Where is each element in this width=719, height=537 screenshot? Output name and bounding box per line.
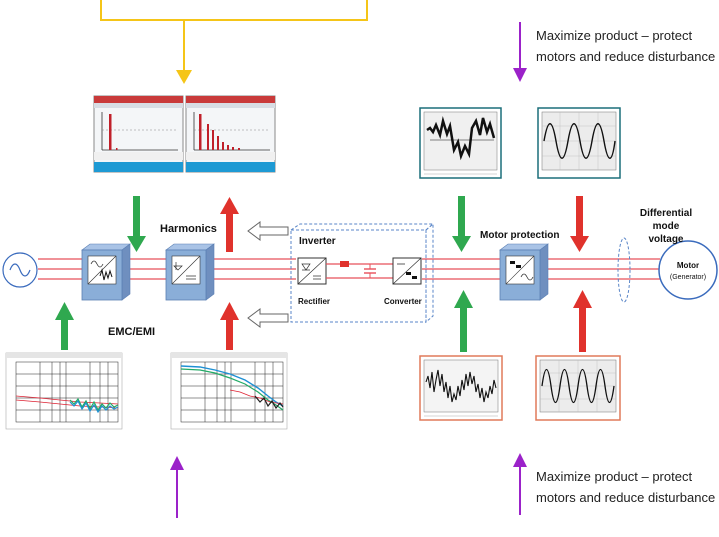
- converter-icon: [392, 257, 422, 285]
- cable-ellipse: [617, 237, 631, 303]
- motor-icon: [658, 240, 718, 300]
- red-arrow-down-2: [570, 196, 589, 252]
- dc-link: [326, 261, 393, 279]
- scope-sine-top: [537, 107, 621, 179]
- hollow-arrow-upper: [247, 221, 289, 241]
- inverter-label: Inverter: [299, 236, 336, 247]
- bottom-note-line2: motors and reduce disturbance: [536, 490, 715, 505]
- yellow-bracket-arrow: [100, 0, 368, 84]
- top-note-line1: Maximize product – protect: [536, 28, 692, 43]
- differential-label-line3: voltage: [648, 234, 683, 245]
- generator-label: (Generator): [670, 274, 706, 281]
- purple-arrow-bottom-left: [170, 456, 184, 518]
- purple-arrow-top: [513, 22, 527, 82]
- filter-block-2: [165, 243, 215, 301]
- emc-plot-2: [170, 352, 288, 430]
- harmonics-screen-2: [185, 95, 276, 173]
- hollow-arrow-lower: [247, 308, 289, 328]
- green-arrow-up-3: [55, 302, 74, 350]
- red-arrow-up-1: [220, 197, 239, 252]
- rectifier-label: Rectifier: [298, 297, 330, 306]
- scope-pwm-top: [419, 107, 502, 179]
- red-arrow-up-6: [573, 290, 592, 352]
- red-arrow-up-4: [220, 302, 239, 350]
- emc-emi-label: EMC/EMI: [108, 326, 155, 338]
- filter-block-1: [81, 243, 131, 301]
- motor-protection-label: Motor protection: [480, 230, 559, 241]
- filter-block-3: [499, 243, 549, 301]
- bottom-note-line1: Maximize product – protect: [536, 469, 692, 484]
- green-arrow-down-1: [127, 196, 146, 252]
- green-arrow-down-2: [452, 196, 471, 252]
- differential-label-line2: mode: [653, 221, 680, 232]
- motor-label: Motor: [677, 261, 699, 270]
- scope-sine-bottom: [535, 355, 621, 421]
- scope-noisy-bottom: [419, 355, 503, 421]
- top-note-line2: motors and reduce disturbance: [536, 49, 715, 64]
- harmonics-label: Harmonics: [160, 223, 217, 235]
- green-arrow-up-5: [454, 290, 473, 352]
- harmonics-screen-1: [93, 95, 184, 173]
- converter-label: Converter: [384, 297, 422, 306]
- rectifier-icon: [297, 257, 327, 285]
- emc-plot-1: [5, 352, 123, 430]
- inverter-box: [289, 222, 435, 324]
- differential-label-line1: Differential: [640, 208, 692, 219]
- purple-arrow-bottom-right: [513, 453, 527, 515]
- ac-source-icon: [2, 252, 38, 288]
